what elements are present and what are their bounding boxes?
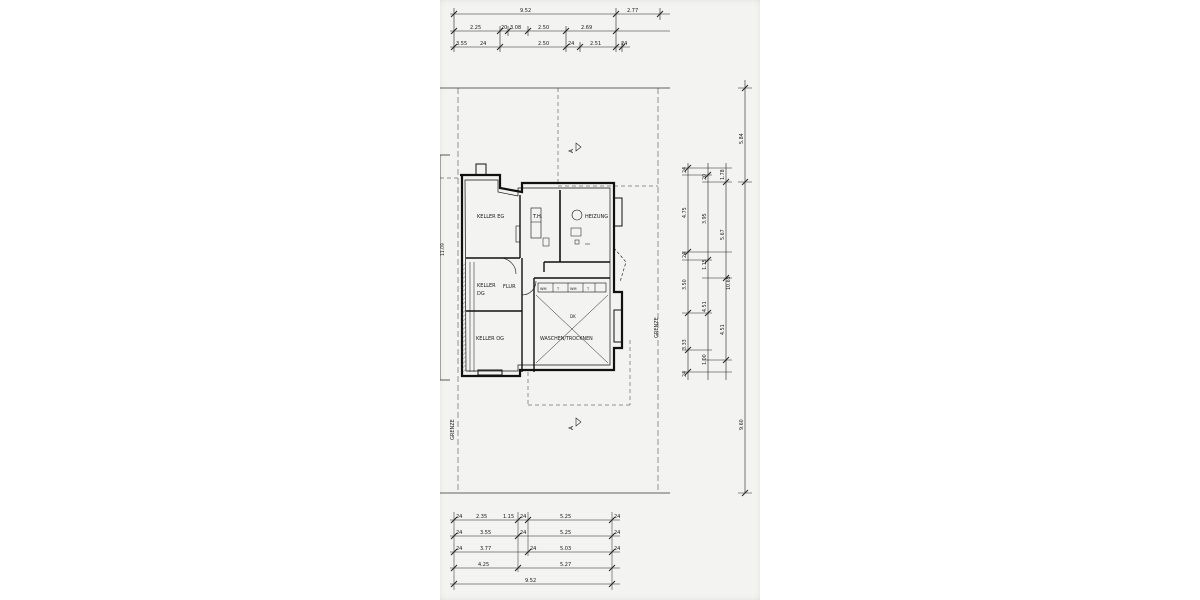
svg-text:5.67: 5.67: [720, 229, 726, 240]
room-labels: KELLER EG T.H. HEIZUNG KELLER DG FLUR KE…: [476, 214, 608, 342]
svg-text:9.60: 9.60: [739, 419, 745, 430]
svg-text:5.25: 5.25: [560, 514, 571, 520]
svg-text:4.75: 4.75: [682, 207, 688, 218]
room-label-th: T.H.: [532, 214, 543, 220]
dim-label: 2.77: [627, 8, 638, 14]
bottom-dimension-chains: [450, 512, 620, 590]
svg-text:3.55: 3.55: [480, 530, 491, 536]
svg-text:24: 24: [682, 371, 688, 377]
left-edge-dimension: 11.09: [440, 243, 446, 256]
svg-text:3.33: 3.33: [682, 339, 688, 350]
dim-label: 3.55: [456, 41, 467, 47]
dim-label: 24: [621, 41, 627, 47]
svg-text:A: A: [568, 425, 575, 430]
fixture-dk: DK: [570, 314, 576, 319]
svg-text:4.25: 4.25: [478, 562, 489, 568]
svg-text:5.25: 5.25: [560, 530, 571, 536]
svg-text:5.84: 5.84: [739, 133, 745, 144]
top-dimension-chains: [450, 8, 670, 52]
fixture-wm-1: WM: [540, 287, 546, 291]
grenze-label-left: GRENZE: [450, 419, 456, 440]
svg-text:5.03: 5.03: [560, 546, 571, 552]
svg-text:1.15: 1.15: [702, 259, 708, 270]
svg-text:24: 24: [520, 530, 526, 536]
building-walls: [460, 163, 627, 378]
dim-label: 2.50: [538, 25, 549, 31]
dim-label: 2.51: [590, 41, 601, 47]
svg-text:1.00: 1.00: [702, 354, 708, 365]
svg-text:24: 24: [682, 252, 688, 258]
room-label-keller-eg: KELLER EG: [477, 214, 504, 220]
floor-plan-drawing: 9.52 2.77 2.25 20 3.08 2.50 2.69 24 3.55…: [440, 8, 752, 590]
svg-text:5.27: 5.27: [560, 562, 571, 568]
svg-text:24: 24: [614, 514, 620, 520]
room-label-keller-dg-2: DG: [477, 291, 485, 297]
svg-text:3.50: 3.50: [682, 279, 688, 290]
svg-text:3.95: 3.95: [702, 213, 708, 224]
fixture-wm-2: WM: [570, 287, 576, 291]
dim-label: 24: [568, 41, 574, 47]
svg-text:24: 24: [614, 530, 620, 536]
room-label-heizung: HEIZUNG: [585, 214, 608, 220]
svg-text:3.77: 3.77: [480, 546, 491, 552]
svg-text:4.51: 4.51: [720, 324, 726, 335]
grenze-label-right: GRENZE: [654, 317, 660, 338]
svg-text:24: 24: [456, 530, 462, 536]
svg-text:24: 24: [456, 514, 462, 520]
svg-text:20: 20: [702, 174, 708, 180]
svg-text:1.15: 1.15: [503, 514, 514, 520]
svg-text:24: 24: [614, 546, 620, 552]
dim-label: 3.08: [510, 25, 521, 31]
dim-label: 2.25: [470, 25, 481, 31]
svg-text:24: 24: [520, 514, 526, 520]
svg-text:24: 24: [456, 546, 462, 552]
right-dimension-chains: [682, 80, 752, 497]
dim-label: 20: [501, 25, 507, 31]
bottom-dimension-labels: 24 2.35 1.15 24 5.25 24 24 3.55 24 5.25 …: [456, 514, 620, 584]
fixture-t-2: T: [586, 287, 590, 291]
svg-text:1.78: 1.78: [720, 169, 726, 180]
section-mark-top: A: [568, 142, 582, 153]
dim-label: 2.50: [538, 41, 549, 47]
top-dimension-labels: 9.52 2.77 2.25 20 3.08 2.50 2.69 24 3.55…: [456, 8, 638, 47]
svg-text:2.35: 2.35: [476, 514, 487, 520]
svg-text:24: 24: [530, 546, 536, 552]
section-mark-bottom: A: [568, 417, 582, 430]
svg-text:24: 24: [682, 167, 688, 173]
room-label-keller-dg: KELLER: [477, 283, 496, 289]
dim-label: 9.52: [520, 8, 531, 14]
svg-text:9.52: 9.52: [525, 578, 536, 584]
plan-sheet: 9.52 2.77 2.25 20 3.08 2.50 2.69 24 3.55…: [440, 0, 760, 600]
fixture-t-1: T: [556, 287, 560, 291]
property-outline: [440, 87, 670, 494]
room-label-flur: FLUR: [503, 284, 516, 290]
svg-text:A: A: [568, 148, 575, 153]
svg-text:10.65: 10.65: [726, 276, 732, 290]
dim-label: 24: [480, 41, 486, 47]
right-dimension-labels: 5.84 9.60 24 4.75 24 3.50 3.33 24 20 3.9…: [682, 133, 745, 430]
room-label-waschen-trocknen: WASCHEN/TROCKNEN: [540, 336, 593, 342]
svg-text:4.51: 4.51: [702, 301, 708, 312]
room-label-keller-og: KELLER OG: [476, 336, 504, 342]
dim-label: 2.69: [581, 25, 592, 31]
